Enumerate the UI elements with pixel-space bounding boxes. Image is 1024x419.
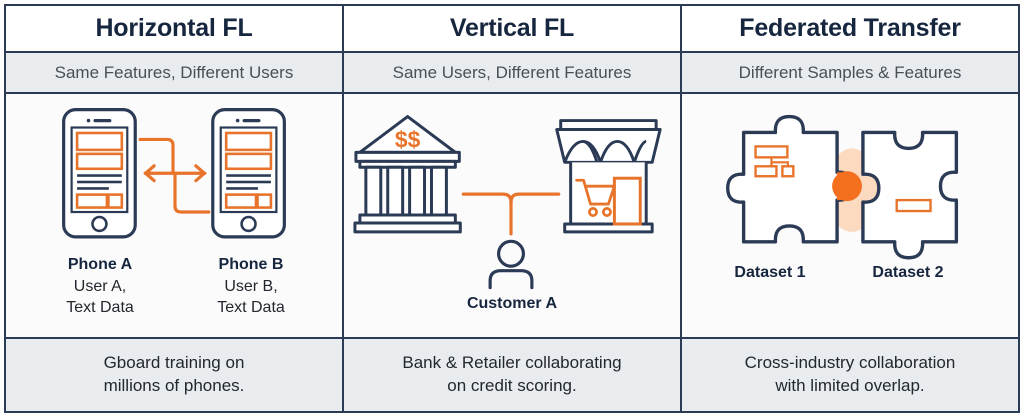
- illustration-two-phones-exchange: Phone A User A, Text Data Phone B User B…: [6, 94, 342, 337]
- illustration-bank-store-customer: $$: [344, 94, 680, 337]
- caption-cell-federated-transfer: Cross-industry collaboration with limite…: [680, 337, 1020, 413]
- header-cell-federated-transfer: Federated Transfer: [680, 4, 1020, 53]
- connector-lines: [461, 192, 561, 236]
- subtitle-cell-federated-transfer: Different Samples & Features: [680, 51, 1020, 94]
- subtitle-cell-horizontal: Same Features, Different Users: [4, 51, 344, 94]
- shopping-cart-icon: [575, 178, 616, 217]
- caption-federated-transfer: Cross-industry collaboration with limite…: [745, 352, 956, 398]
- bank-store-diagram-svg: $$: [353, 115, 662, 290]
- piece-1-connector-lines: [770, 157, 789, 167]
- subtitle-cell-vertical: Same Users, Different Features: [342, 51, 682, 94]
- phone-b-label-line1: User B,: [224, 277, 278, 295]
- illustration-cell-federated-transfer: Dataset 1 Dataset 2: [680, 92, 1020, 339]
- caption-federated-transfer-line2: with limited overlap.: [775, 376, 925, 395]
- dataset-1-label-title: Dataset 1: [734, 264, 806, 281]
- dataset-2-label-title: Dataset 2: [872, 264, 944, 281]
- phone-b-icon: [211, 108, 286, 239]
- column-title-federated-transfer: Federated Transfer: [739, 14, 961, 42]
- illustration-cell-vertical: $$: [342, 92, 682, 339]
- piece-2-content: [895, 198, 932, 213]
- caption-horizontal-line1: Gboard training on: [103, 353, 245, 373]
- bank-icon: [353, 115, 462, 234]
- header-cell-vertical: Vertical FL: [342, 4, 682, 53]
- phone-a-label-title: Phone A: [67, 256, 133, 273]
- customer-a-label-group: Customer A: [442, 293, 582, 315]
- bank-dollar-symbol: $$: [395, 126, 421, 152]
- phone-a-label-line2: Text Data: [66, 299, 134, 317]
- column-title-vertical: Vertical FL: [449, 14, 575, 42]
- phone-a-label-group: Phone A User A, Text Data: [30, 254, 170, 319]
- overlap-knob-circle: [832, 171, 862, 202]
- caption-cell-horizontal: Gboard training on millions of phones.: [4, 337, 344, 413]
- phone-b-label-title: Phone B: [218, 256, 284, 273]
- illustration-cell-horizontal: Phone A User A, Text Data Phone B User B…: [4, 92, 344, 339]
- column-title-horizontal: Horizontal FL: [95, 14, 253, 42]
- bidirectional-exchange-arrows: [138, 137, 211, 214]
- comparison-table: Horizontal FL Vertical FL Federated Tran…: [4, 4, 1020, 414]
- puzzle-diagram-svg: [726, 114, 959, 260]
- caption-federated-transfer-line1: Cross-industry collaboration: [744, 353, 956, 373]
- caption-vertical-line1: Bank & Retailer collaborating: [402, 353, 622, 373]
- illustration-two-puzzle-pieces: Dataset 1 Dataset 2: [682, 94, 1018, 337]
- caption-cell-vertical: Bank & Retailer collaborating on credit …: [342, 337, 682, 413]
- header-cell-horizontal: Horizontal FL: [4, 4, 344, 53]
- column-subtitle-horizontal: Same Features, Different Users: [54, 62, 294, 82]
- puzzle-piece-2: [861, 130, 959, 260]
- piece-1-content: [754, 145, 795, 178]
- caption-horizontal: Gboard training on millions of phones.: [104, 352, 245, 398]
- column-subtitle-federated-transfer: Different Samples & Features: [738, 62, 962, 82]
- customer-icon: [488, 239, 534, 290]
- customer-a-label-title: Customer A: [466, 295, 558, 312]
- caption-vertical: Bank & Retailer collaborating on credit …: [402, 352, 621, 398]
- dataset-1-label-group: Dataset 1: [700, 262, 840, 284]
- phone-b-label-group: Phone B User B, Text Data: [181, 254, 321, 319]
- phone-b-label-line2: Text Data: [217, 299, 285, 317]
- dataset-2-label-group: Dataset 2: [838, 262, 978, 284]
- caption-vertical-line2: on credit scoring.: [447, 376, 577, 395]
- caption-horizontal-line2: millions of phones.: [103, 376, 245, 395]
- phones-diagram-svg: [62, 108, 286, 239]
- store-door: [612, 176, 642, 226]
- phone-a-label-line1: User A,: [73, 277, 127, 295]
- column-subtitle-vertical: Same Users, Different Features: [392, 62, 632, 82]
- phone-a-icon: [62, 108, 137, 239]
